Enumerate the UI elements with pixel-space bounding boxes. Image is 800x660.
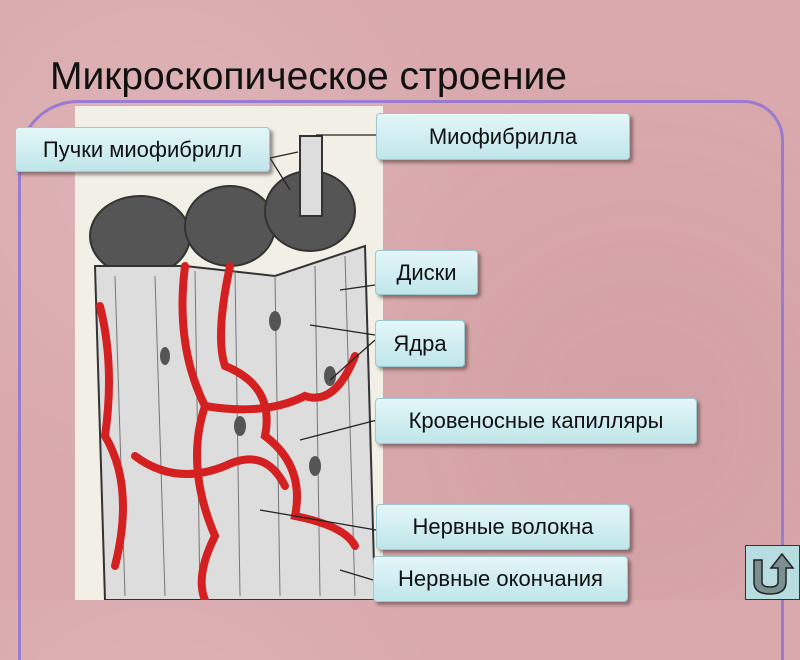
u-turn-arrow-icon xyxy=(753,552,795,595)
label-capillaries: Кровеносные капилляры xyxy=(375,398,697,444)
label-myofibril-bundles: Пучки миофибрилл xyxy=(15,127,270,172)
slide-title: Микроскопическое строение xyxy=(50,55,567,98)
label-discs: Диски xyxy=(375,250,478,295)
label-nuclei: Ядра xyxy=(375,320,465,367)
label-nerve-fibers: Нервные волокна xyxy=(376,504,630,550)
label-nerve-endings: Нервные окончания xyxy=(373,556,628,602)
label-myofibril: Миофибрилла xyxy=(376,113,630,160)
muscle-tissue-illustration xyxy=(75,106,383,600)
content-frame xyxy=(18,100,784,660)
return-button[interactable] xyxy=(745,545,800,600)
leader-lines xyxy=(259,134,378,581)
